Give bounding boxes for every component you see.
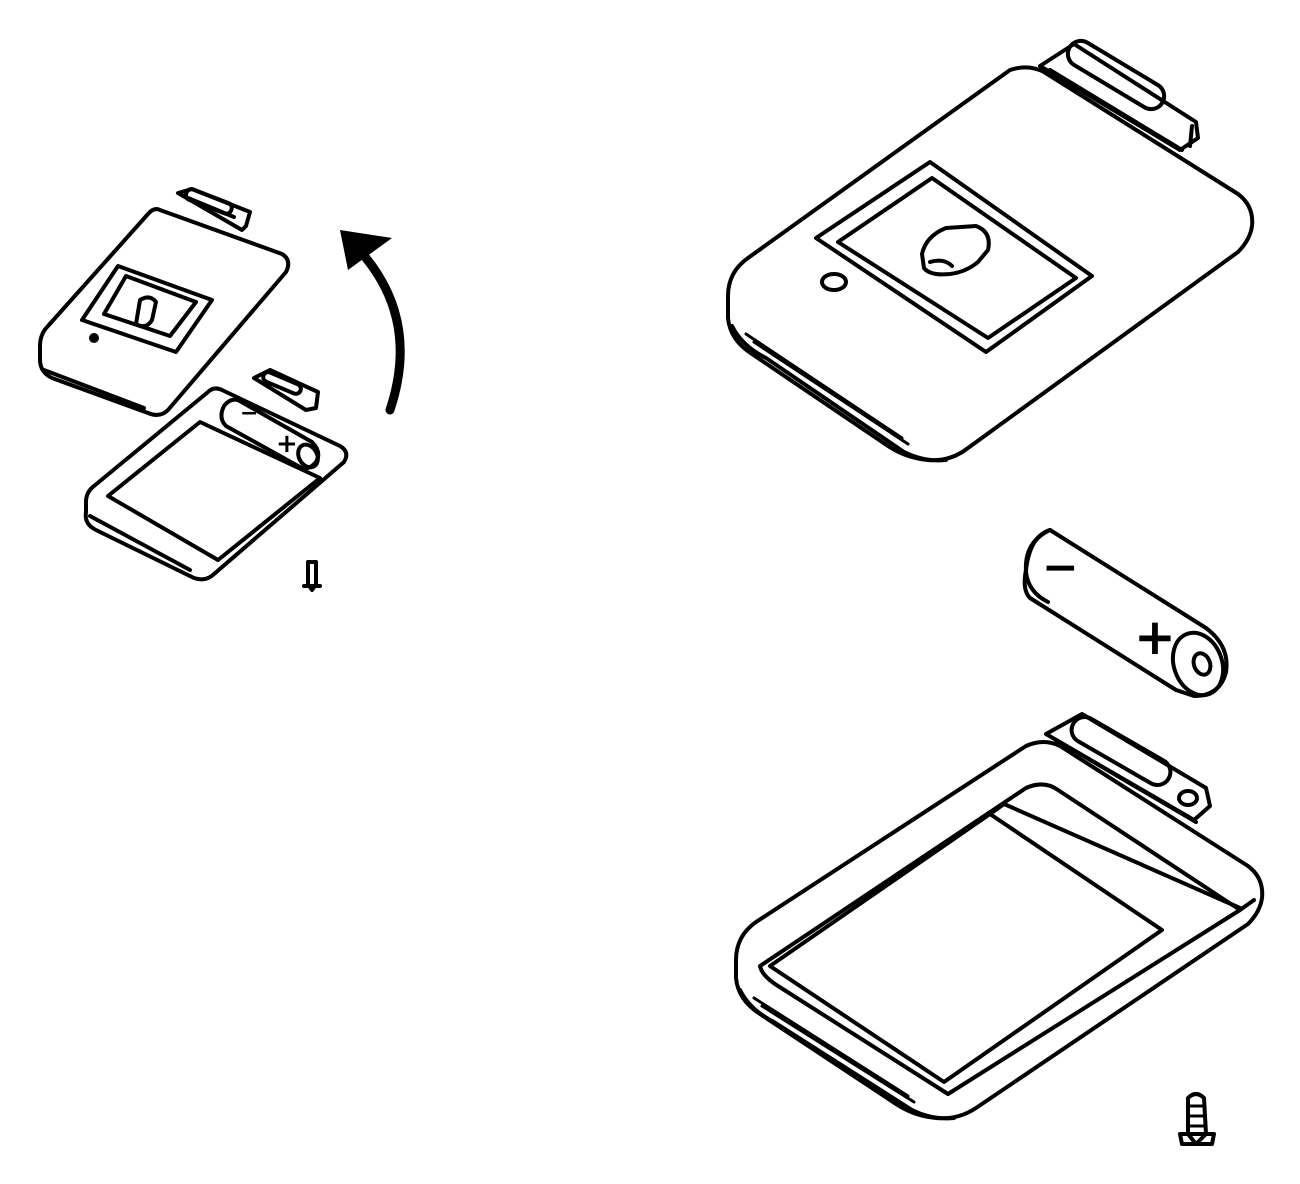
battery-plus-label: + (1134, 608, 1176, 666)
cover-button-well (814, 160, 1094, 354)
battery-minus-label: − (1042, 542, 1079, 593)
overview-remote-cover (38, 187, 291, 417)
cover-keyring-slot (1065, 38, 1167, 112)
base-screw-hole (1177, 789, 1199, 807)
battery-compartment (768, 812, 1164, 1084)
battery-icon: − + (1022, 528, 1229, 698)
overview-group: − + (38, 187, 405, 592)
overview-led-icon (89, 333, 99, 343)
remote-base (734, 712, 1265, 1121)
remote-cover (726, 38, 1255, 463)
overview-minus-label: − (240, 401, 258, 426)
screw-icon (1178, 1092, 1216, 1146)
overview-remote-base: − + (83, 368, 349, 582)
lift-arrow-icon (340, 230, 405, 415)
overview-plus-label: + (276, 429, 298, 459)
overview-battery-icon: − + (219, 397, 321, 471)
base-keyring-slot (1069, 715, 1173, 787)
cover-led-icon (820, 272, 848, 292)
overview-screw-icon (302, 560, 322, 592)
